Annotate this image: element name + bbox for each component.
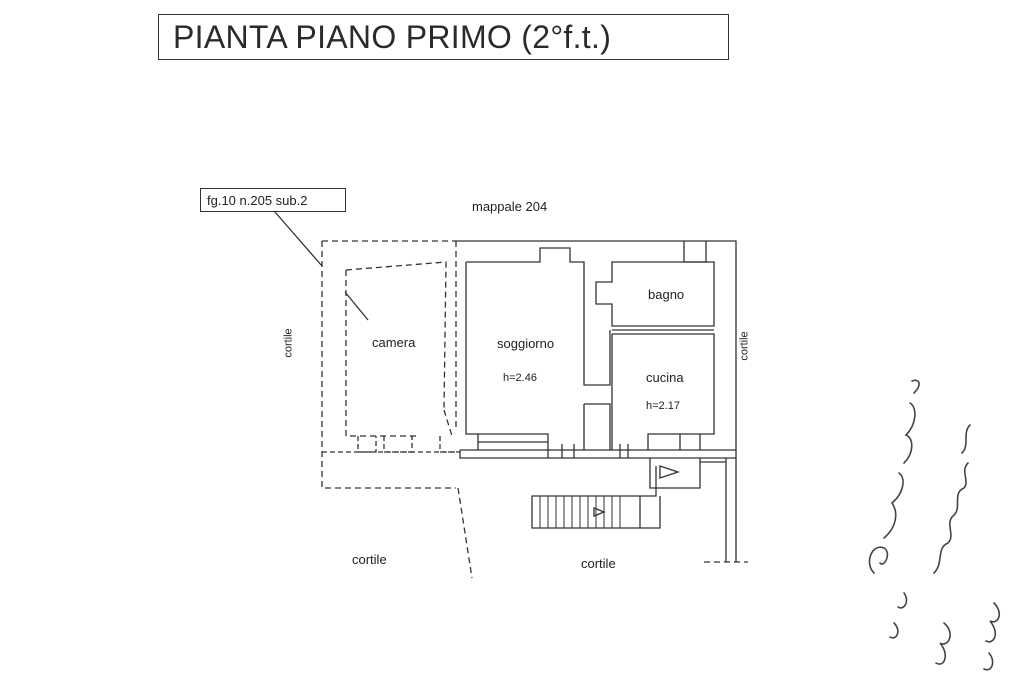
outer-wall <box>456 240 737 451</box>
label-soggiorno: soggiorno <box>497 336 555 351</box>
label-cucina-height: h=2.17 <box>646 400 680 412</box>
label-cortile-right: cortile <box>738 331 751 361</box>
property-dashed-line <box>457 487 473 579</box>
label-mappale-204: mappale 204 <box>472 199 548 214</box>
label-cucina: cucina <box>646 370 684 385</box>
label-soggiorno-height: h=2.46 <box>503 372 537 384</box>
camera-inner-dashed <box>345 261 453 437</box>
lower-strip <box>459 450 736 562</box>
cucina-walls <box>611 333 715 450</box>
camera-leader <box>344 291 369 321</box>
handwritten-signature <box>868 379 1001 671</box>
label-bagno: bagno <box>648 287 685 302</box>
label-cortile-bottom-left: cortile <box>352 552 387 567</box>
label-cortile-left: cortile <box>282 328 295 358</box>
cadastral-reference: fg.10 n.205 sub.2 <box>200 188 346 212</box>
bottom-windows <box>478 433 701 450</box>
bagno-walls <box>595 261 715 327</box>
label-camera: camera <box>372 335 416 350</box>
stair-arrow <box>593 507 606 517</box>
outer-wall-top-detail <box>683 241 707 263</box>
stair-treads <box>539 496 621 528</box>
camera-dashed-windows <box>357 436 458 453</box>
soggiorno-walls <box>465 247 611 450</box>
label-cortile-bottom-right: cortile <box>581 556 616 571</box>
plan-title: PIANTA PIANO PRIMO (2°f.t.) <box>158 14 729 60</box>
camera-dashed-outline <box>321 240 457 489</box>
small-stair-arrow <box>655 461 726 488</box>
reference-leader-line <box>274 211 323 267</box>
